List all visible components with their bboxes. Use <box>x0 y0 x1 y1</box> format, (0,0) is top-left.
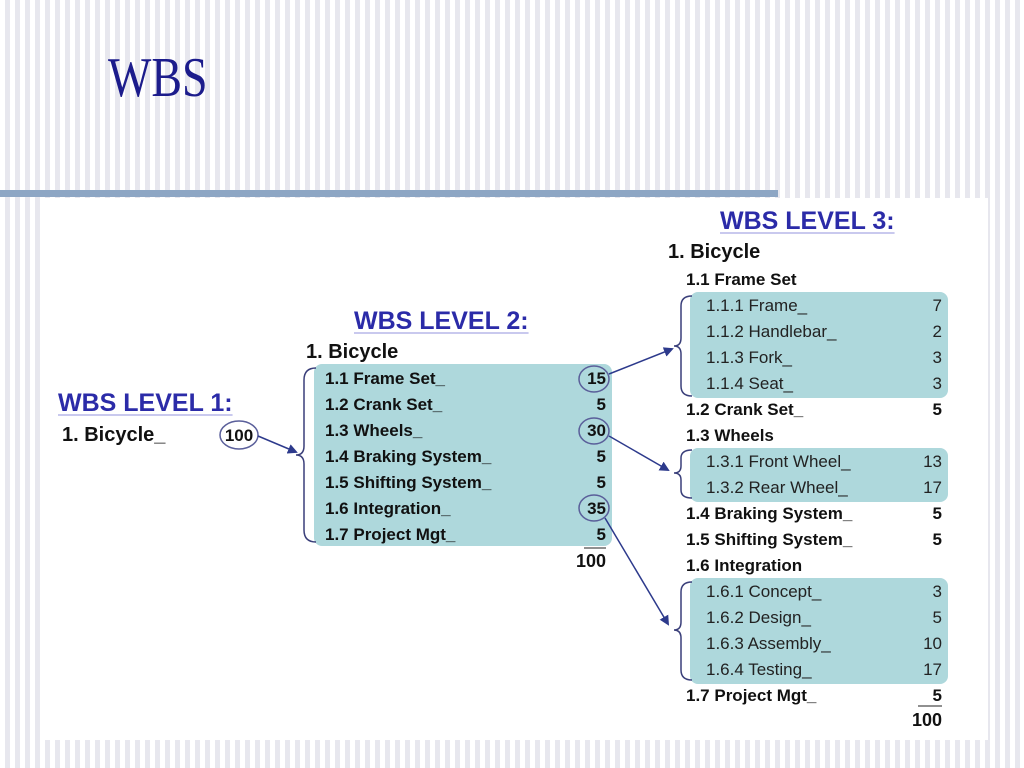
level2-item-label: 1.2 Crank Set_ <box>325 395 443 414</box>
level2-item-label: 1.6 Integration_ <box>325 499 451 518</box>
level3-heading: WBS LEVEL 3: <box>720 207 895 235</box>
arrow-integration-to-level3 <box>604 517 670 626</box>
arrow-frame-set-to-level3 <box>608 347 674 375</box>
level1-item-value: 100 <box>224 426 254 445</box>
level2-root: 1. Bicycle <box>306 341 399 363</box>
integration-value-circle <box>578 494 610 522</box>
level2-item-value: 5 <box>596 447 606 466</box>
frame-set-value-circle <box>578 365 610 393</box>
level2-item-label: 1.3 Wheels_ <box>325 421 423 440</box>
level3-item-value: 10 <box>923 634 942 653</box>
level3-group-label: 1.6 Integration <box>686 556 803 575</box>
title-rule <box>0 190 778 197</box>
level2-item-label: 1.7 Project Mgt_ <box>325 525 456 544</box>
level3-group-label: 1.3 Wheels <box>686 426 774 445</box>
level3-item-label: 1.6.1 Concept_ <box>706 582 822 601</box>
level3-braking-label: 1.4 Braking System_ <box>686 504 853 523</box>
level3-item-value: 3 <box>932 348 942 367</box>
level3-shifting-value: 5 <box>932 530 942 549</box>
level3-frame-set-highlight-box <box>690 292 948 398</box>
level3-integration-highlight-box <box>690 578 948 684</box>
slide-title: WBS <box>108 47 208 109</box>
level3-item-label: 1.1.1 Frame_ <box>706 296 808 315</box>
integration-brace <box>673 581 693 681</box>
wheels-value-circle <box>578 417 610 445</box>
wheels-brace <box>673 449 693 499</box>
level3-root: 1. Bicycle <box>668 241 761 263</box>
level3-item-label: 1.3.1 Front Wheel_ <box>706 452 851 471</box>
level3-item-label: 1.6.2 Design_ <box>706 608 811 627</box>
level2-item-label: 1.5 Shifting System_ <box>325 473 492 492</box>
level1-heading: WBS LEVEL 1: <box>58 389 233 417</box>
level3-item-value: 17 <box>923 660 942 679</box>
level3-item-value: 3 <box>932 374 942 393</box>
level2-item-value: 5 <box>596 525 606 544</box>
level2-brace <box>295 367 317 543</box>
level3-item-value: 3 <box>932 582 942 601</box>
level3-item-label: 1.1.2 Handlebar_ <box>706 322 837 341</box>
level3-item-value: 7 <box>932 296 942 315</box>
level3-braking-value: 5 <box>932 504 942 523</box>
level3-item-value: 13 <box>923 452 942 471</box>
level3-item-value: 5 <box>932 608 942 627</box>
level2-item-label: 1.1 Frame Set_ <box>325 369 446 388</box>
level3-item-label: 1.6.4 Testing_ <box>706 660 812 679</box>
level3-group-label: 1.1 Frame Set <box>686 270 797 289</box>
level2-item-label: 1.4 Braking System_ <box>325 447 492 466</box>
level3-project-mgt-label: 1.7 Project Mgt_ <box>686 686 817 705</box>
level3-project-mgt-value: 5 <box>932 686 942 705</box>
level3-crank-set-label: 1.2 Crank Set_ <box>686 400 804 419</box>
level3-item-label: 1.6.3 Assembly_ <box>706 634 831 653</box>
frame-set-brace <box>673 295 693 397</box>
arrow-level1-to-level2 <box>257 435 298 454</box>
level1-value-circle <box>219 420 259 450</box>
level2-item-value: 15 <box>587 369 606 388</box>
level3-wheels-highlight-box <box>690 448 948 502</box>
level3-item-label: 1.1.4 Seat_ <box>706 374 793 393</box>
level3-item-value: 2 <box>932 322 942 341</box>
level2-item-value: 5 <box>596 395 606 414</box>
level3-item-label: 1.3.2 Rear Wheel_ <box>706 478 848 497</box>
level3-item-label: 1.1.3 Fork_ <box>706 348 792 367</box>
level2-item-value: 30 <box>587 421 606 440</box>
level2-highlight-box <box>314 364 612 546</box>
level3-shifting-label: 1.5 Shifting System_ <box>686 530 853 549</box>
level1-item-label: 1. Bicycle_ <box>62 424 166 446</box>
level3-crank-set-value: 5 <box>932 400 942 419</box>
level2-total: 100 <box>575 551 606 571</box>
level2-heading: WBS LEVEL 2: <box>354 307 529 335</box>
level2-item-value: 5 <box>596 473 606 492</box>
level2-item-value: 35 <box>587 499 606 518</box>
level3-total: 100 <box>911 710 942 730</box>
arrow-wheels-to-level3 <box>608 435 670 471</box>
level3-item-value: 17 <box>923 478 942 497</box>
